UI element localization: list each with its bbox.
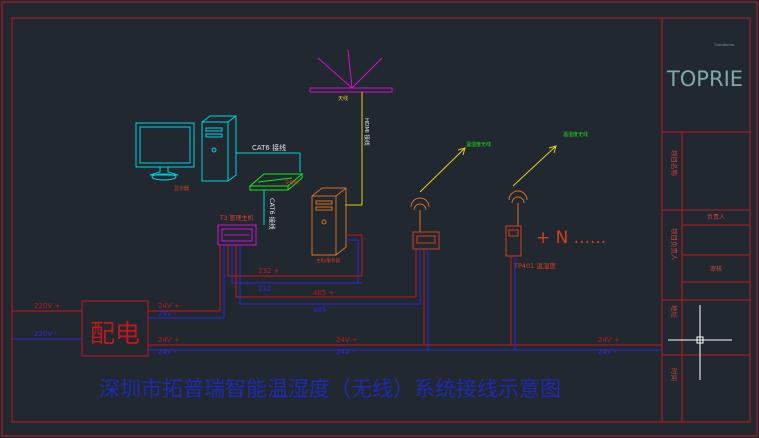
v24n-label-3: 24V - bbox=[336, 348, 355, 356]
v24p-label-3: 24V + bbox=[336, 336, 358, 344]
antenna: 天线 bbox=[309, 49, 393, 102]
leader-label: 负责人 bbox=[707, 213, 725, 221]
t3-label: T3 管理主机 bbox=[219, 214, 253, 222]
v220n-label: 220V - bbox=[34, 330, 57, 338]
monitor-label: 显示器 bbox=[174, 186, 189, 192]
wireless-node-2: 温湿度无线 TP401 温湿度 bbox=[505, 131, 588, 270]
brand-small: Grandorma bbox=[714, 43, 734, 47]
cat6-top-label: CAT6 接线 bbox=[252, 143, 286, 152]
crosshair-box bbox=[696, 336, 704, 344]
diagram-title: 深圳市拓普瑞智能温湿度（无线）系统接线示意图 bbox=[99, 377, 561, 401]
project-owner-label: 项目负责人 bbox=[670, 228, 679, 261]
time-label: 时间 bbox=[670, 368, 679, 381]
plus-n-label: + N ...... bbox=[536, 228, 606, 248]
pc-tower-icon bbox=[201, 115, 237, 182]
tp401-label: TP401 温湿度 bbox=[513, 261, 556, 270]
s232p-label: 232 + bbox=[258, 267, 280, 275]
server-icon: 主机/服务器 bbox=[311, 187, 347, 264]
title-block: Grandorma TOPRIE 项目名称 负责人 项目负责人 审核 地址 时间 bbox=[661, 18, 750, 422]
v24n-label-1: 24V - bbox=[158, 310, 177, 318]
v24n-label-4: 24V - bbox=[598, 348, 617, 356]
brand-logo: TOPRIE bbox=[666, 67, 743, 91]
t3-controller: T3 管理主机 bbox=[217, 214, 257, 246]
v24p-label-2: 24V + bbox=[158, 336, 180, 344]
v24n-label-2: 24V - bbox=[158, 348, 177, 356]
switch-icon: 交换机 bbox=[248, 173, 304, 191]
monitor-icon: 显示器 bbox=[135, 122, 195, 192]
project-name-label: 项目名称 bbox=[670, 150, 679, 177]
switch-label: 交换机 bbox=[285, 179, 299, 186]
s485n-label: 485 - bbox=[313, 306, 332, 314]
s485p-label: 485 + bbox=[313, 289, 335, 297]
server-label: 主机/服务器 bbox=[316, 257, 341, 264]
v220p-label: 220V + bbox=[34, 302, 60, 310]
v24p-label-1: 24V + bbox=[158, 302, 180, 310]
cat6-side-label: CAT6 接线 bbox=[268, 198, 277, 230]
address-label: 地址 bbox=[670, 305, 679, 319]
peidian-label: 配电 bbox=[90, 319, 140, 348]
hdmi-label: HDMI 接线 bbox=[363, 118, 371, 146]
reviewer-label: 审核 bbox=[710, 265, 722, 273]
antenna-label: 天线 bbox=[338, 95, 348, 102]
inner-frame bbox=[11, 17, 751, 423]
v24p-label-4: 24V + bbox=[598, 336, 620, 344]
wireless-node-1: 温湿度无线 bbox=[410, 141, 491, 250]
node1-tag: 温湿度无线 bbox=[466, 141, 491, 148]
node2-tag: 温湿度无线 bbox=[563, 131, 588, 138]
s232n-label: 232 - bbox=[258, 285, 277, 293]
power-distribution-box: 配电 bbox=[81, 300, 149, 357]
